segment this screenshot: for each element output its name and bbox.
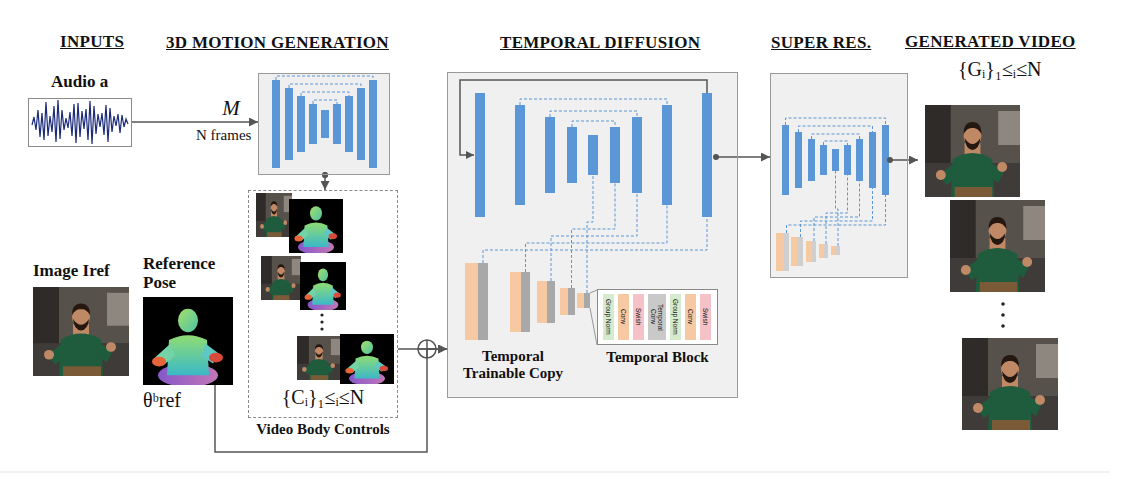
connector-arrow xyxy=(215,349,447,452)
reference-pose-image: Reference Poseθᵇref xyxy=(143,297,233,385)
node-label: Video Body Controls xyxy=(249,421,397,438)
temporal-diffusion-box: TEMPORAL DIFFUSIONTemporal Trainable Cop… xyxy=(447,72,738,398)
node-label: θᵇref xyxy=(143,389,181,412)
group-norm-layer: Group Norm xyxy=(603,294,614,340)
temporal-diffusion-unet xyxy=(447,72,738,398)
layer-label: Group Norm xyxy=(672,296,679,338)
separator-line xyxy=(0,472,1110,473)
text-slot: Temporal Block xyxy=(598,349,717,366)
layer-label: Temporal Conv xyxy=(650,296,664,338)
control-frames xyxy=(256,193,394,385)
node-label: Audio a xyxy=(51,72,108,92)
super-resolution-unet xyxy=(770,73,908,278)
text-slot: {Gᵢ}₁≤ᵢ≤N xyxy=(958,58,1042,81)
layer-label: Swish xyxy=(702,296,709,338)
label-slot: INPUTS xyxy=(60,32,124,52)
audio-waveform xyxy=(32,100,128,144)
connector-arrow xyxy=(738,156,770,158)
text-slot: TEMPORAL DIFFUSION xyxy=(500,33,700,53)
section-heading: INPUTS xyxy=(60,32,124,52)
trainable-copy-label: Temporal Trainable Copy xyxy=(456,348,570,388)
text-slot: Image Iref xyxy=(33,261,110,281)
text-slot: Group Norm xyxy=(672,296,679,338)
reference-image: Image Iref xyxy=(33,287,129,376)
connector-arrow xyxy=(324,175,326,190)
text-slot: Group Norm xyxy=(605,296,612,338)
connector-arrow xyxy=(908,159,918,161)
conv-layer: Conv xyxy=(685,294,696,340)
reference-images xyxy=(33,287,233,387)
text-slot: Temporal Trainable Copy xyxy=(456,348,570,383)
motion-unet xyxy=(258,73,390,175)
conv-layer: Conv xyxy=(618,294,629,340)
section-heading: SUPER RES. xyxy=(771,33,871,53)
layer-label: Conv xyxy=(620,296,627,338)
layer-label: Conv xyxy=(687,296,694,338)
swish-layer: Swish xyxy=(633,294,644,340)
node-label: Temporal Trainable Copy xyxy=(456,348,570,383)
swish-layer: Swish xyxy=(700,294,711,340)
temporal-block-box: Temporal BlockGroup NormConvSwishTempora… xyxy=(597,289,718,345)
text-slot: Reference Pose xyxy=(143,254,233,293)
text-slot: Swish xyxy=(635,296,642,338)
section-heading: GENERATED VIDEO xyxy=(905,32,1076,52)
text-slot: θᵇref xyxy=(143,389,181,412)
generated-frames xyxy=(925,105,1058,430)
text-slot: Swish xyxy=(702,296,709,338)
node-label: {Cᵢ}₁≤ᵢ≤N xyxy=(249,386,397,409)
node-label: Reference Pose xyxy=(143,254,233,293)
text-slot: Video Body Controls xyxy=(249,421,397,438)
group-norm-layer: Group Norm xyxy=(670,294,681,340)
label-slot: N frames xyxy=(196,127,251,144)
text-slot: 3D MOTION GENERATION xyxy=(166,33,389,53)
node-label: {Gᵢ}₁≤ᵢ≤N xyxy=(958,58,1042,81)
connector-arrow xyxy=(132,121,258,123)
text-slot: SUPER RES. xyxy=(771,33,871,53)
text-slot: Conv xyxy=(687,296,694,338)
text-slot: Audio a xyxy=(51,72,108,92)
text-slot: Conv xyxy=(620,296,627,338)
text-slot: {Cᵢ}₁≤ᵢ≤N xyxy=(249,386,397,409)
node-label: Temporal Block xyxy=(598,349,717,366)
layer-label: Group Norm xyxy=(605,296,612,338)
section-heading: 3D MOTION GENERATION xyxy=(166,33,389,53)
frame-count-label: N frames xyxy=(196,127,251,144)
edge-label: M xyxy=(220,96,242,121)
temporal-conv-layer: Temporal Conv xyxy=(648,294,666,340)
audio-input-box: Audio a xyxy=(28,98,132,147)
edge-label-slot: M xyxy=(220,96,242,121)
section-heading: TEMPORAL DIFFUSION xyxy=(500,33,700,53)
generated-video-group: GENERATED VIDEO{Gᵢ}₁≤ᵢ≤N xyxy=(918,30,1108,432)
text-slot: Temporal Conv xyxy=(650,296,664,338)
video-body-controls-box: {Cᵢ}₁≤ᵢ≤NVideo Body Controls xyxy=(248,190,398,418)
motion-generator-box: 3D MOTION GENERATION xyxy=(258,73,390,175)
node-label: Image Iref xyxy=(33,261,110,281)
text-slot: GENERATED VIDEO xyxy=(905,32,1076,52)
super-resolution-box: SUPER RES. xyxy=(770,73,908,278)
layer-label: Swish xyxy=(635,296,642,338)
